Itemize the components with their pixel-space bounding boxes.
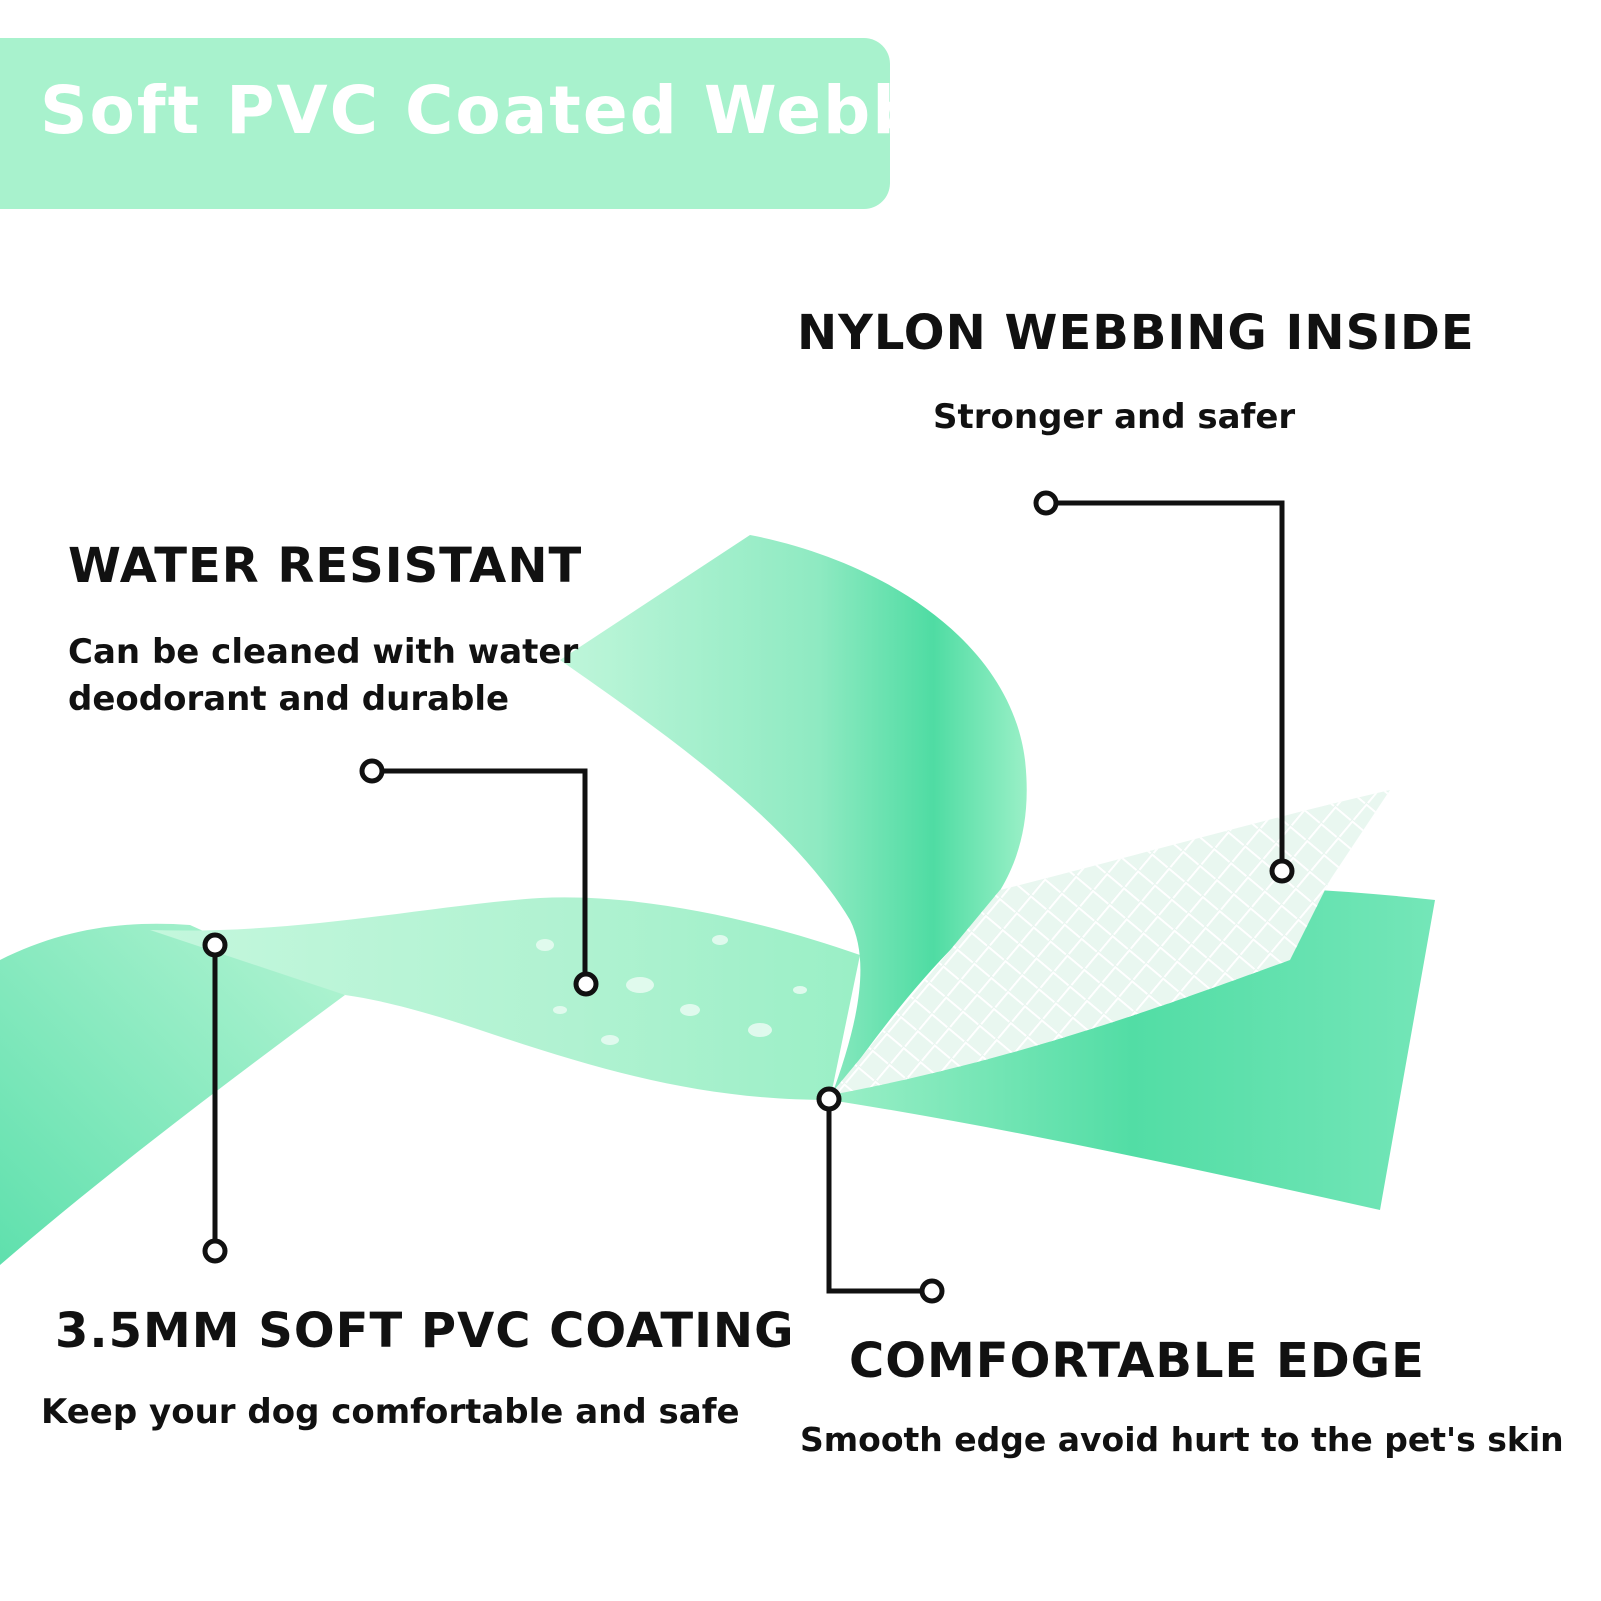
page-title: Soft PVC Coated Webbing: [40, 72, 1045, 149]
feature-heading-pvc: 3.5MM SOFT PVC COATING: [55, 1303, 795, 1359]
title-banner: [0, 38, 890, 209]
callout-dot: [1269, 858, 1295, 884]
callout-dot: [359, 758, 385, 784]
callout-dot: [919, 1278, 945, 1304]
water-droplets: [536, 935, 807, 1045]
webbing-loop: [560, 535, 1027, 1100]
callout-dot: [202, 932, 228, 958]
feature-heading-edge: COMFORTABLE EDGE: [849, 1333, 1425, 1389]
feature-heading-water: WATER RESISTANT: [68, 538, 583, 594]
feature-text-nylon: Stronger and safer: [933, 397, 1296, 437]
callout-nylon: [1033, 490, 1295, 884]
callout-dot: [202, 1238, 228, 1264]
webbing-left-tail: [0, 923, 345, 1265]
callout-pvc: [202, 932, 228, 1264]
feature-heading-nylon: NYLON WEBBING INSIDE: [797, 305, 1475, 361]
callout-dot: [573, 971, 599, 997]
callout-edge: [816, 1086, 945, 1304]
callout-dot: [1033, 490, 1059, 516]
callout-water: [359, 758, 599, 997]
feature-text-water-line2: deodorant and durable: [68, 679, 510, 719]
feature-text-pvc: Keep your dog comfortable and safe: [41, 1392, 740, 1432]
webbing-middle: [150, 897, 860, 1100]
feature-text-edge: Smooth edge avoid hurt to the pet's skin: [800, 1420, 1564, 1459]
feature-text-water-line1: Can be cleaned with water: [68, 632, 579, 672]
callout-dot: [816, 1086, 842, 1112]
